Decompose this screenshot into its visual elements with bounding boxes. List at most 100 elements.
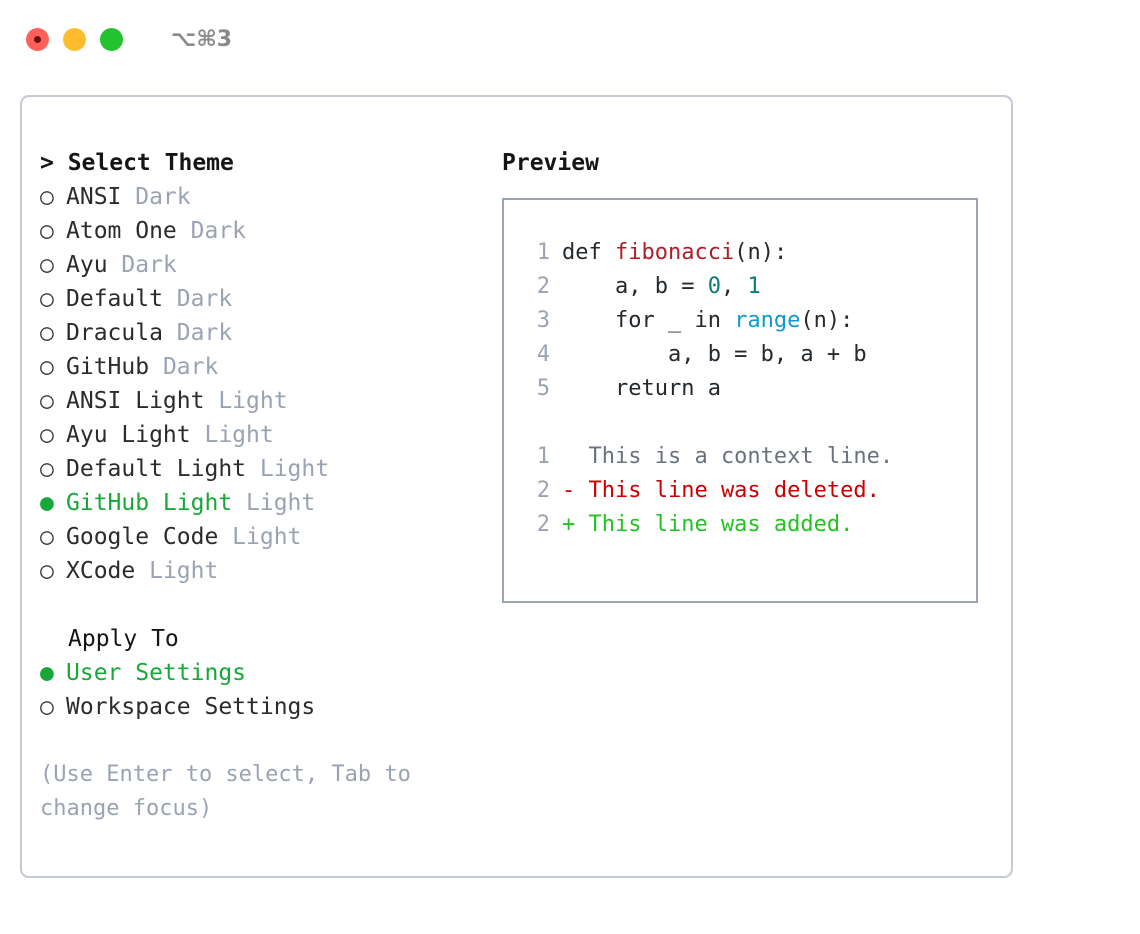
theme-list-item[interactable]: ○ GitHub Dark	[40, 350, 500, 384]
code-token-num: 0	[707, 274, 721, 299]
diff-line: 1 This is a context line.	[504, 440, 976, 474]
theme-picker-column: > Select Theme ○ANSI Dark○Atom One Dark○…	[40, 146, 500, 826]
theme-name-label: Atom One	[66, 218, 177, 244]
theme-name-label: Dracula	[66, 320, 163, 346]
code-token-plain: def	[562, 240, 615, 265]
radio-unselected-icon: ○	[40, 524, 54, 550]
line-number: 2	[536, 274, 550, 299]
theme-list-item[interactable]: ○ Atom One Dark	[40, 214, 500, 248]
main-panel: > Select Theme ○ANSI Dark○Atom One Dark○…	[20, 95, 1013, 878]
line-number: 4	[536, 342, 550, 367]
section-spacer	[40, 588, 500, 622]
theme-variant-label: Light	[204, 388, 288, 414]
code-token-plain: ,	[720, 274, 748, 299]
theme-list[interactable]: ○ ANSI Dark ○ Atom One Dark ○ Ayu Dark ○ Defaul…	[40, 180, 500, 588]
line-number: 2	[536, 478, 550, 503]
line-number: 1	[536, 240, 550, 265]
radio-unselected-icon: ○	[40, 354, 54, 380]
radio-unselected-icon: ○	[40, 694, 54, 720]
code-token-plain: a, b = b, a + b	[562, 342, 867, 367]
theme-name-label: ANSI	[66, 184, 122, 210]
theme-list-item[interactable]: ○Default Dark	[40, 282, 500, 316]
code-line: 1 def fibonacci(n):	[504, 236, 976, 270]
theme-list-item[interactable]: ○ Google Code Light	[40, 520, 500, 554]
theme-variant-label: Light	[218, 524, 302, 550]
code-token-func: fibonacci	[614, 240, 735, 265]
theme-name-label: Default Light	[66, 456, 247, 482]
theme-variant-label: Dark	[149, 354, 219, 380]
radio-unselected-icon: ○	[40, 252, 54, 278]
theme-variant-label: Light	[135, 558, 219, 584]
theme-variant-label: Dark	[121, 184, 191, 210]
title-bar: ⌥⌘3	[0, 0, 1140, 78]
code-token-plain: (n):	[734, 240, 788, 265]
code-token-plain: for _ in	[562, 308, 735, 333]
diff-sample: 1 This is a context line. 2 - This line wa…	[504, 440, 976, 542]
theme-name-label: Ayu	[66, 252, 108, 278]
apply-to-label: User Settings	[66, 660, 247, 686]
theme-name-label: GitHub	[66, 354, 150, 380]
code-line: 5 return a	[504, 372, 976, 406]
theme-list-item[interactable]: ○ANSI Light Light	[40, 384, 500, 418]
code-line: 4 a, b = b, a + b	[504, 338, 976, 372]
theme-list-item[interactable]: ○ Ayu Dark	[40, 248, 500, 282]
theme-variant-label: Dark	[162, 320, 233, 346]
radio-unselected-icon: ○	[40, 456, 54, 482]
theme-name-label: GitHub Light	[66, 490, 233, 516]
theme-list-item[interactable]: ○ Ayu Light Light	[40, 418, 500, 452]
keyboard-shortcut-label: ⌥⌘3	[171, 26, 233, 52]
code-token-plain: (n):	[800, 308, 854, 333]
radio-unselected-icon: ○	[40, 286, 54, 312]
theme-name-label: Ayu Light	[66, 422, 191, 448]
minimize-window-button[interactable]	[63, 27, 86, 51]
theme-name-label: XCode	[66, 558, 136, 584]
code-line: 2 a, b = 0, 1	[504, 270, 976, 304]
radio-selected-icon: ●	[40, 660, 54, 686]
radio-unselected-icon: ○	[40, 184, 54, 210]
theme-list-item[interactable]: ○ ANSI Dark	[40, 180, 500, 214]
line-number: 2	[536, 512, 550, 537]
maximize-window-button[interactable]	[100, 27, 123, 51]
diff-text-add: + This line was added.	[562, 512, 854, 537]
radio-unselected-icon: ○	[40, 388, 54, 414]
apply-to-item[interactable]: ○Workspace Settings	[40, 690, 500, 724]
diff-line: 2 - This line was deleted.	[504, 474, 976, 508]
theme-variant-label: Light	[246, 456, 330, 482]
window-controls	[26, 27, 123, 51]
theme-list-item[interactable]: ○ Dracula Dark	[40, 316, 500, 350]
theme-name-label: Google Code	[66, 524, 219, 550]
theme-list-item[interactable]: ● GitHub Light Light	[40, 486, 500, 520]
keyboard-hint-text: (Use Enter to select, Tab to change focu…	[40, 762, 425, 821]
theme-list-item[interactable]: ○ Default Light Light	[40, 452, 500, 486]
code-token-plain: return a	[562, 376, 721, 401]
radio-unselected-icon: ○	[40, 558, 54, 584]
theme-name-label: Default	[66, 286, 163, 312]
line-number: 3	[536, 308, 550, 333]
diff-text-del: - This line was deleted.	[562, 478, 880, 503]
close-window-button[interactable]	[26, 27, 49, 51]
radio-selected-icon: ●	[40, 490, 54, 516]
theme-variant-label: Dark	[107, 252, 177, 278]
diff-text-context: This is a context line.	[562, 444, 894, 469]
preview-header: Preview	[502, 150, 599, 176]
theme-list-item[interactable]: ○ XCode Light	[40, 554, 500, 588]
diff-line: 2 + This line was added.	[504, 508, 976, 542]
theme-variant-label: Light	[232, 490, 316, 516]
radio-unselected-icon: ○	[40, 320, 54, 346]
theme-picker-header: > Select Theme	[40, 150, 234, 176]
apply-to-header: Apply To	[68, 626, 179, 652]
code-token-num: 1	[747, 274, 761, 299]
radio-unselected-icon: ○	[40, 422, 54, 448]
theme-variant-label: Light	[190, 422, 274, 448]
radio-unselected-icon: ○	[40, 218, 54, 244]
apply-to-item[interactable]: ● User Settings	[40, 656, 500, 690]
line-number: 5	[536, 376, 550, 401]
code-token-plain: a, b =	[562, 274, 708, 299]
apply-to-list[interactable]: ● User Settings ○Workspace Settings	[40, 656, 500, 724]
theme-variant-label: Dark	[176, 218, 247, 244]
code-line: 3 for _ in range(n):	[504, 304, 976, 338]
